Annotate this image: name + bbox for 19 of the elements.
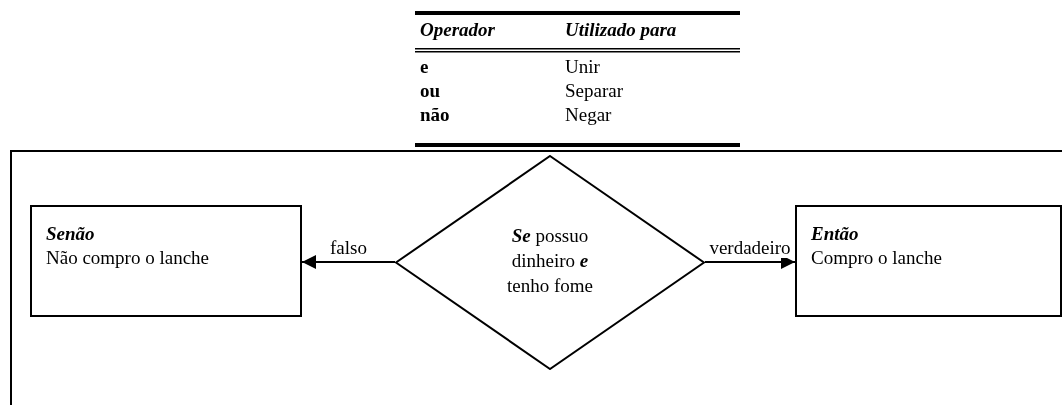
table-cell: ou	[420, 80, 441, 102]
table-cell: Negar	[565, 104, 612, 126]
edge-label: verdadeiro	[707, 238, 793, 258]
branch-heading: Então	[811, 223, 859, 245]
branch-text: Compro o lanche	[811, 247, 942, 269]
branch-heading: Senão	[46, 223, 95, 245]
decision-diamond	[395, 155, 705, 370]
arrow	[301, 255, 396, 269]
column-header: Utilizado para	[565, 19, 677, 41]
table-cell: e	[420, 56, 429, 78]
table-cell: não	[420, 104, 450, 126]
table-cell: Unir	[565, 56, 600, 78]
process-box	[795, 205, 1062, 317]
table-cell: Separar	[565, 80, 624, 102]
process-box	[30, 205, 302, 317]
column-header: Operador	[420, 19, 495, 41]
branch-text: Não compro o lanche	[46, 247, 210, 269]
frame-box	[10, 150, 1062, 405]
condition-text: Se possuo dinheiro e tenho fome	[506, 224, 594, 298]
